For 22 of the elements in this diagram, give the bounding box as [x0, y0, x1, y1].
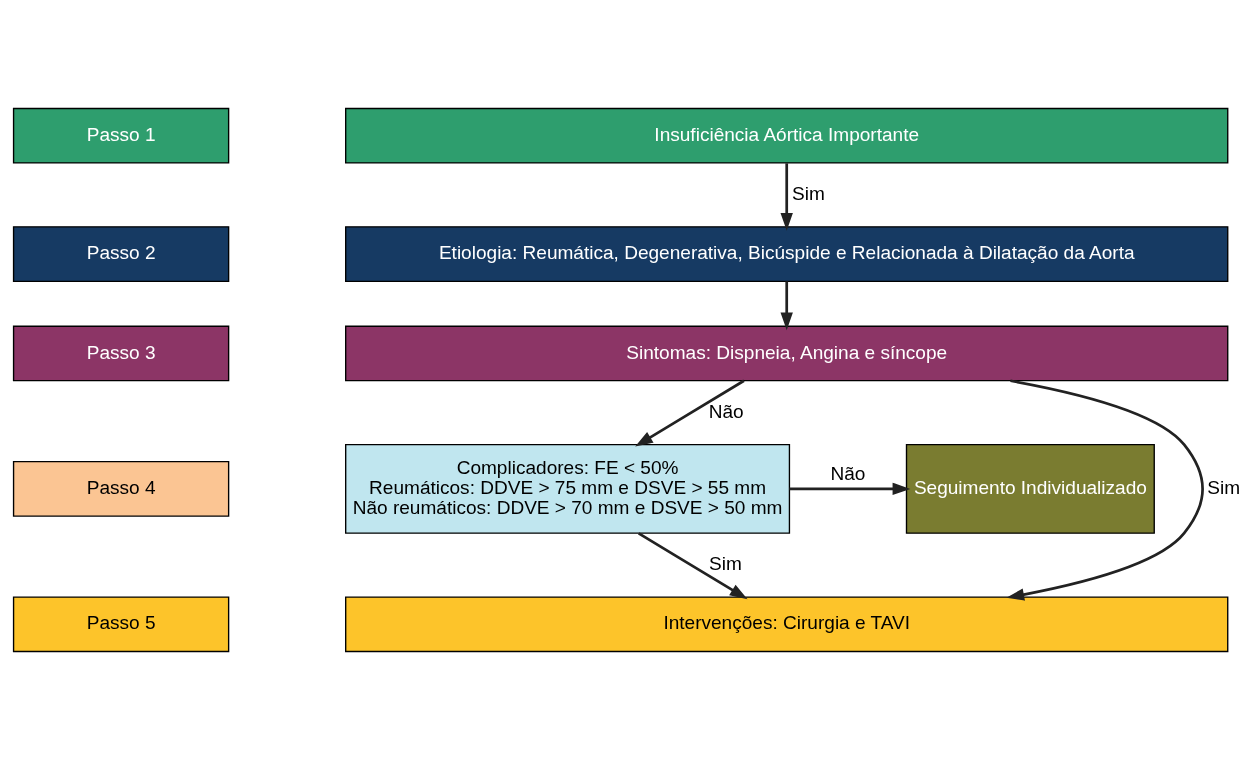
edge-label: Não [708, 400, 744, 422]
node-box: Passo 2 [12, 225, 230, 282]
node-box: Etiologia: Reumática, Degenerativa, Bicúspide e Relacionada à Dilatação da Aorta [345, 225, 1229, 282]
edge-label: Sim [792, 182, 825, 204]
node-box: Intervenções: Cirurgia e TAVI [345, 595, 1229, 652]
arrow [1006, 378, 1204, 601]
arrow [638, 531, 748, 599]
arrow [789, 482, 911, 495]
node-box: Seguimento Individualizado [905, 443, 1155, 534]
edge-label: Sim [1207, 476, 1241, 498]
edge-label: Sim [709, 552, 742, 574]
node-box: Complicadores: FE < 50% Reumáticos: DDVE > 75 mm e DSVE > 55 mm Não reumáticos: DDVE > 70 mm e DSVE > 50 mm [345, 443, 791, 534]
node-box: Passo 5 [12, 595, 230, 652]
node-box: Passo 3 [12, 325, 230, 381]
node-box: Passo 1 [12, 107, 230, 164]
node-box: Insuficiência Aórtica Importante [345, 107, 1229, 164]
node-box: Passo 4 [12, 460, 230, 517]
arrow [780, 162, 793, 231]
edge-label: Não [830, 462, 866, 484]
arrow [780, 280, 793, 330]
arrow [635, 379, 745, 447]
node-box: Sintomas: Dispneia, Angina e síncope [345, 325, 1229, 381]
